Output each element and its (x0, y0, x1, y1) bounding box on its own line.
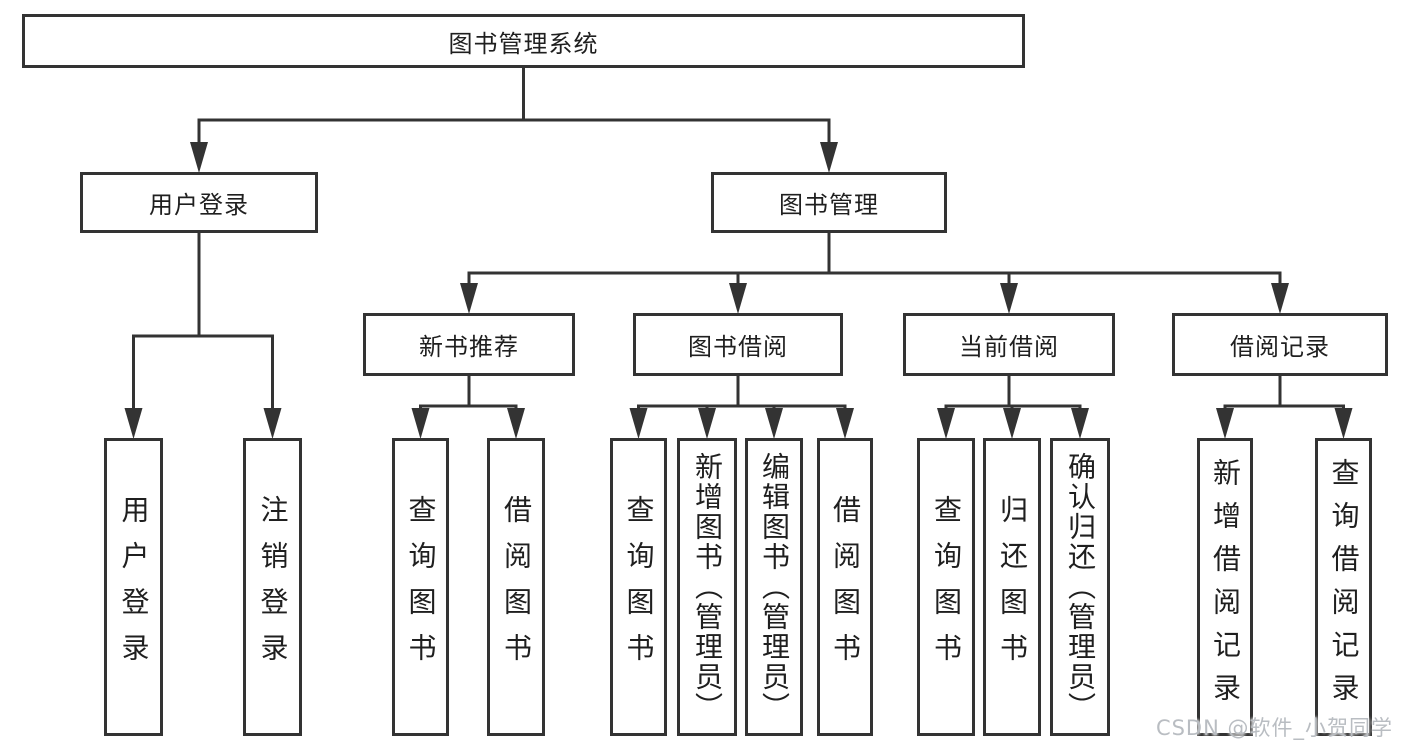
box-label: 注销登录 (256, 495, 290, 679)
box-label: 图书借阅 (688, 333, 788, 361)
box-label: 图书管理系统 (448, 29, 599, 58)
box-label: 查询图书 (622, 495, 656, 679)
box-user-login: 用户登录 (80, 172, 318, 233)
watermark: CSDN @软件_小贺同学 (1155, 716, 1393, 740)
box-label: 用户登录 (117, 495, 151, 679)
edge-new-book-recommend (419, 374, 518, 416)
box-new-book-recommend: 新书推荐 (363, 313, 575, 376)
box-label: 新书推荐 (419, 333, 519, 361)
arrowhead-icon (507, 408, 525, 439)
box-br-add-record: 新增借阅记录 (1197, 438, 1253, 736)
box-book-management: 图书管理 (711, 172, 947, 233)
box-label: 查询图书 (930, 495, 963, 679)
arrowhead-icon (190, 142, 208, 173)
arrowhead-icon (1334, 408, 1353, 439)
box-library-system: 图书管理系统 (22, 14, 1025, 68)
arrowhead-icon (1003, 408, 1021, 439)
box-login: 用户登录 (104, 438, 163, 736)
arrowhead-icon (729, 283, 747, 314)
box-logout: 注销登录 (243, 438, 302, 736)
edge-book-borrowing (637, 374, 847, 416)
box-label: 确认归还（管理员） (1064, 452, 1097, 722)
box-label: 图书管理 (779, 191, 879, 219)
arrowhead-icon (1000, 283, 1018, 314)
arrowhead-icon (836, 408, 854, 439)
box-rec-borrow-books: 借阅图书 (487, 438, 545, 736)
arrowhead-icon (1271, 283, 1289, 314)
arrowhead-icon (263, 408, 282, 439)
edge-book-management (467, 231, 1282, 291)
edge-user-login (132, 231, 274, 416)
arrowhead-icon (411, 408, 430, 439)
edge-borrowing-records (1223, 374, 1345, 416)
box-bb-add-books: 新增图书（管理员） (677, 438, 737, 736)
box-label: 借阅图书 (829, 495, 862, 679)
box-bb-edit-books: 编辑图书（管理员） (745, 438, 803, 736)
arrowhead-icon (460, 283, 478, 314)
arrowhead-icon (124, 408, 143, 439)
arrowhead-icon (1071, 408, 1089, 439)
box-label: 编辑图书（管理员） (758, 452, 791, 722)
box-label: 用户登录 (149, 191, 249, 219)
box-current-borrowing: 当前借阅 (903, 313, 1115, 376)
box-label: 新增借阅记录 (1209, 458, 1242, 716)
box-cb-return-books: 归还图书 (983, 438, 1041, 736)
box-label: 当前借阅 (959, 333, 1059, 361)
arrowhead-icon (937, 408, 955, 439)
box-borrowing-records: 借阅记录 (1172, 313, 1388, 376)
box-rec-query-books: 查询图书 (392, 438, 449, 736)
box-label: 归还图书 (996, 495, 1029, 679)
box-label: 借阅图书 (500, 495, 533, 679)
box-bb-query-books: 查询图书 (610, 438, 667, 736)
box-book-borrowing: 图书借阅 (633, 313, 843, 376)
arrowhead-icon (820, 142, 838, 173)
arrowhead-icon (698, 408, 716, 439)
arrowhead-icon (629, 408, 648, 439)
box-cb-query-books: 查询图书 (917, 438, 975, 736)
box-label: 查询借阅记录 (1327, 458, 1361, 716)
box-label: 借阅记录 (1230, 333, 1330, 361)
box-bb-borrow-books: 借阅图书 (817, 438, 873, 736)
box-label: 查询图书 (404, 495, 438, 679)
box-cb-confirm-return: 确认归还（管理员） (1050, 438, 1110, 736)
arrowhead-icon (765, 408, 783, 439)
box-br-query-record: 查询借阅记录 (1315, 438, 1372, 736)
edge-library-system (197, 66, 831, 150)
arrowhead-icon (1216, 408, 1234, 439)
box-label: 新增图书（管理员） (691, 452, 724, 722)
